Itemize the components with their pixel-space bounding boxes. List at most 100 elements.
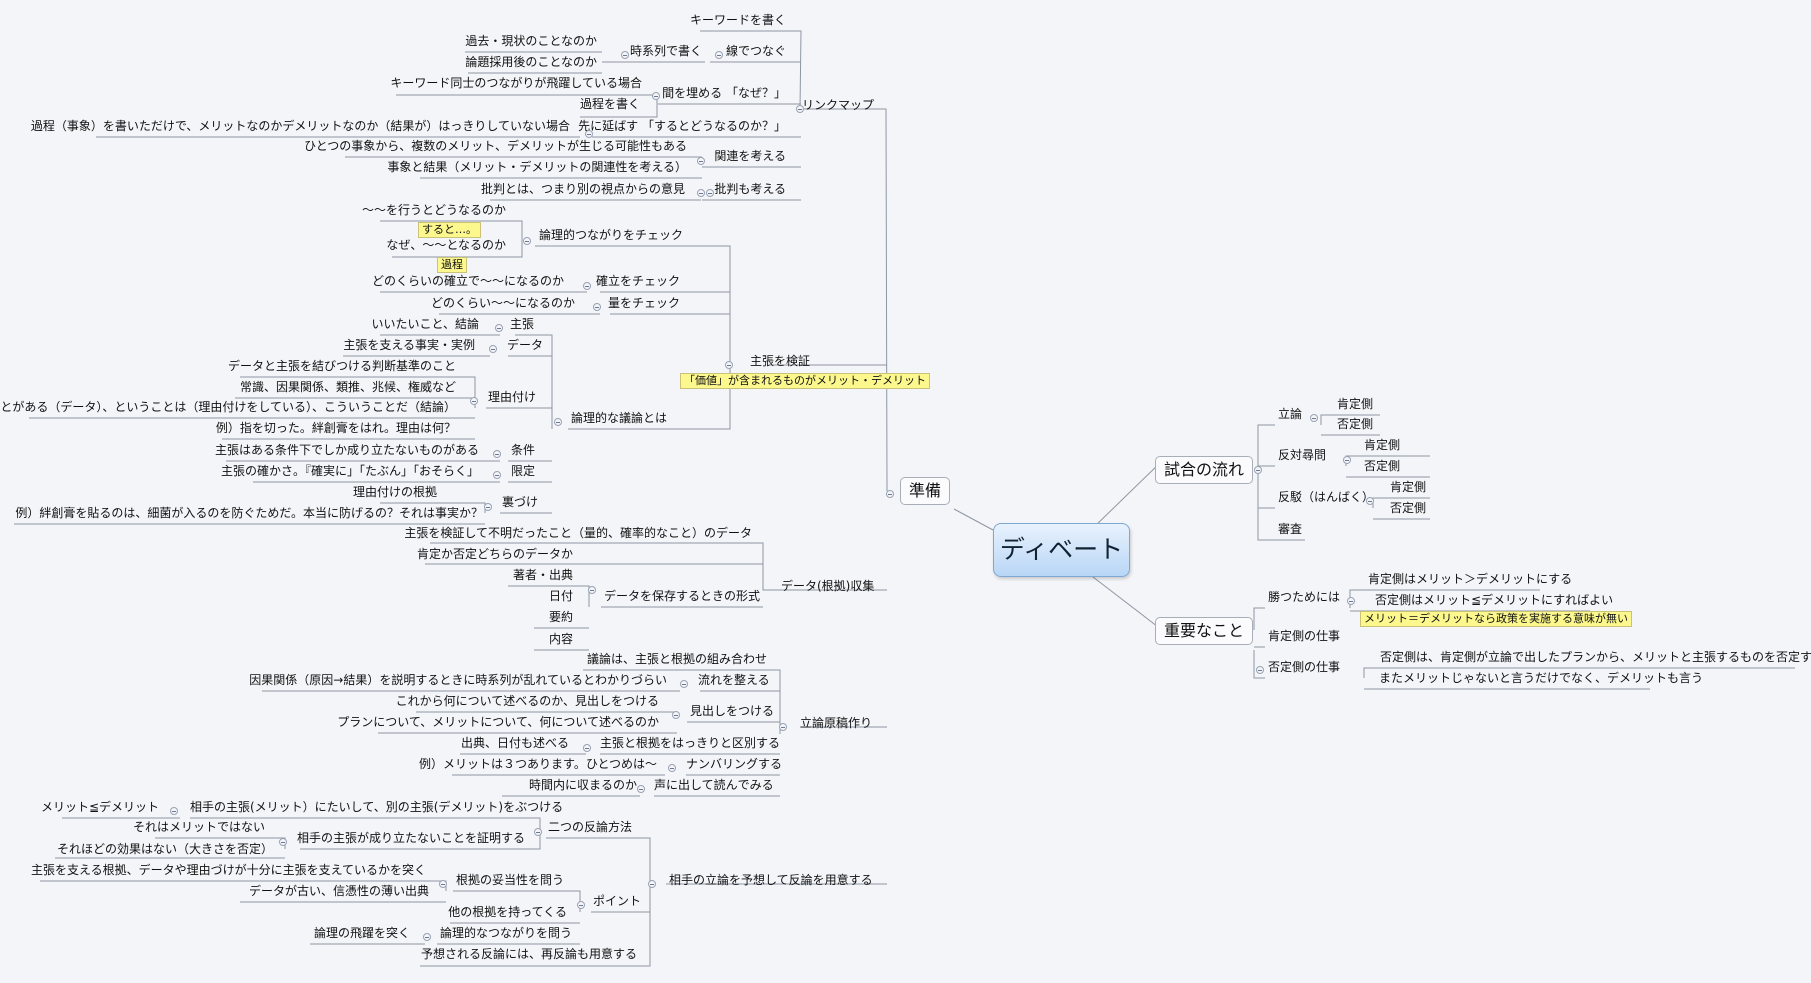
- node-data-def[interactable]: 主張を支える事実・実例: [340, 337, 478, 353]
- node-dc-unclear[interactable]: 主張を検証して不明だったこと（量的、確率的なこと）のデータ: [401, 525, 755, 541]
- node-dr-flow-detail[interactable]: 因果関係（原因→結果）を説明するときに時系列が乱れているとわかりづらい: [246, 672, 670, 688]
- collapse-toggle-icon[interactable]: [886, 490, 894, 498]
- node-rebuttal[interactable]: 相手の立論を予想して反論を用意する: [666, 872, 876, 888]
- node-extend[interactable]: 先に延ばす 「するとどうなるのか？」: [575, 118, 789, 134]
- collapse-toggle-icon[interactable]: [484, 503, 492, 511]
- node-after[interactable]: 論題採用後のことなのか: [462, 54, 600, 70]
- collapse-toggle-icon[interactable]: [170, 807, 178, 815]
- node-rb-valid-2[interactable]: データが古い、信憑性の薄い出典: [246, 883, 432, 899]
- node-qualifier[interactable]: 限定: [508, 463, 538, 479]
- node-mf-x-neg[interactable]: 否定側: [1361, 458, 1403, 474]
- node-dc-format[interactable]: データを保存するときの形式: [601, 588, 763, 604]
- node-dc-content[interactable]: 内容: [546, 631, 576, 647]
- node-rb-valid-1[interactable]: 主張を支える根拠、データや理由づけが十分に主張を支えているかを突く: [28, 862, 429, 878]
- node-dr-heading[interactable]: 見出しをつける: [687, 703, 777, 719]
- node-dr-num-detail[interactable]: 例）メリットは３つあります。ひとつめは～: [416, 756, 660, 772]
- node-rb-two[interactable]: 二つの反論方法: [545, 819, 635, 835]
- collapse-toggle-icon[interactable]: [577, 901, 585, 909]
- node-link-map[interactable]: リンクマップ: [799, 97, 877, 113]
- node-amount-q[interactable]: どのくらい～～になるのか: [428, 295, 578, 311]
- collapse-toggle-icon[interactable]: [1254, 466, 1262, 474]
- node-rb-points[interactable]: ポイント: [590, 893, 644, 909]
- node-mf-rebut[interactable]: 反駁（はんばく）: [1275, 489, 1377, 505]
- collapse-toggle-icon[interactable]: [1256, 666, 1264, 674]
- collapse-toggle-icon[interactable]: [725, 361, 733, 369]
- node-rb-way1-detail[interactable]: メリット≦デメリット: [38, 799, 162, 815]
- node-claim[interactable]: 主張: [507, 316, 537, 332]
- node-dr-heading-2[interactable]: プランについて、メリットについて、何について述べるのか: [334, 714, 662, 730]
- root-topic[interactable]: ディベート: [993, 523, 1130, 577]
- node-condition[interactable]: 条件: [508, 442, 538, 458]
- node-mf-cross[interactable]: 反対尋問: [1275, 447, 1329, 463]
- node-dr-read[interactable]: 声に出して読んでみる: [651, 777, 777, 793]
- collapse-toggle-icon[interactable]: [779, 723, 787, 731]
- node-rb-way2-b[interactable]: それほどの効果はない（大きさを否定）: [54, 841, 276, 857]
- collapse-toggle-icon[interactable]: [470, 397, 478, 405]
- collapse-toggle-icon[interactable]: [1366, 497, 1374, 505]
- collapse-toggle-icon[interactable]: [585, 130, 593, 138]
- node-warrant-2[interactable]: 常識、因果関係、類推、兆候、権威など: [237, 379, 459, 395]
- collapse-toggle-icon[interactable]: [495, 324, 503, 332]
- node-warrant-3[interactable]: こういうことがある（データ）、ということは（理由付けをしている）、こういうことだ…: [0, 399, 459, 415]
- node-mf-r-aff[interactable]: 肯定側: [1387, 479, 1429, 495]
- node-warrant-1[interactable]: データと主張を結びつける判断基準のこと: [225, 358, 459, 374]
- node-past[interactable]: 過去・現状のことなのか: [462, 33, 600, 49]
- collapse-toggle-icon[interactable]: [637, 785, 645, 793]
- node-dr-heading-1[interactable]: これから何について述べるのか、見出しをつける: [393, 693, 662, 709]
- collapse-toggle-icon[interactable]: [668, 764, 676, 772]
- collapse-toggle-icon[interactable]: [423, 933, 431, 941]
- collapse-toggle-icon[interactable]: [583, 282, 591, 290]
- node-certainty-q[interactable]: どのくらいの確立で～～になるのか: [369, 273, 567, 289]
- collapse-toggle-icon[interactable]: [621, 51, 629, 59]
- node-dr-read-detail[interactable]: 時間内に収まるのか: [526, 777, 640, 793]
- node-amount-check[interactable]: 量をチェック: [605, 295, 683, 311]
- node-connect[interactable]: 線でつなぐ: [723, 43, 789, 59]
- node-unclear[interactable]: 過程（事象）を書いただけで、メリットなのかデメリットなのか（結果が）はっきりして…: [28, 118, 573, 134]
- collapse-toggle-icon[interactable]: [588, 586, 596, 594]
- collapse-toggle-icon[interactable]: [697, 157, 705, 165]
- node-dr-dist-detail[interactable]: 出典、日付も述べる: [458, 735, 572, 751]
- node-criticize[interactable]: 批判も考える: [711, 181, 789, 197]
- collapse-toggle-icon[interactable]: [796, 105, 804, 113]
- node-backing[interactable]: 裏づけ: [499, 494, 541, 510]
- collapse-toggle-icon[interactable]: [672, 711, 680, 719]
- collapse-toggle-icon[interactable]: [439, 880, 447, 888]
- node-q1[interactable]: ～～を行うとどうなるのか: [359, 202, 509, 218]
- node-mf-r-neg[interactable]: 否定側: [1387, 500, 1429, 516]
- node-im-win[interactable]: 勝つためには: [1265, 589, 1343, 605]
- node-q2[interactable]: なぜ、～～となるのか: [383, 237, 509, 253]
- collapse-toggle-icon[interactable]: [554, 418, 562, 426]
- collapse-toggle-icon[interactable]: [523, 237, 531, 245]
- node-data[interactable]: データ: [504, 337, 546, 353]
- node-condition-def[interactable]: 主張はある条件下でしか成り立たないものがある: [212, 442, 482, 458]
- node-dr-num[interactable]: ナンバリングする: [683, 756, 785, 772]
- node-mf-c-neg[interactable]: 否定側: [1334, 416, 1376, 432]
- node-rb-logic-detail[interactable]: 論理の飛躍を突く: [311, 925, 413, 941]
- node-backing-2[interactable]: 例）絆創膏を貼るのは、細菌が入るのを防ぐためだ。本当に防げるの？それは事実か？: [12, 505, 486, 521]
- node-dr-combo[interactable]: 議論は、主張と根拠の組み合わせ: [584, 651, 770, 667]
- node-mf-judge[interactable]: 審査: [1275, 521, 1305, 537]
- node-logic-check[interactable]: 論理的つながりをチェック: [536, 227, 686, 243]
- node-jump[interactable]: キーワード同士のつながりが飛躍している場合: [387, 75, 645, 91]
- node-mf-x-aff[interactable]: 肯定側: [1361, 437, 1403, 453]
- collapse-toggle-icon[interactable]: [593, 303, 601, 311]
- node-cause-effect[interactable]: 事象と結果（メリット・デメリットの関連性を考える）: [384, 159, 690, 175]
- node-qualifier-def[interactable]: 主張の確かさ。『確実に」「たぶん」「おそらく」: [218, 463, 482, 479]
- node-critique-def[interactable]: 批判とは、つまり別の視点からの意見: [478, 181, 688, 197]
- node-im-aff-job[interactable]: 肯定側の仕事: [1265, 628, 1343, 644]
- node-im-neg-1[interactable]: 否定側は、肯定側が立論で出したプランから、メリットと主張するものを否定する: [1377, 649, 1811, 665]
- node-logical-arg[interactable]: 論理的な議論とは: [568, 410, 670, 426]
- node-warrant-4[interactable]: 例）指を切った。絆創膏をはれ。理由は何？: [213, 420, 459, 436]
- node-rb-way1[interactable]: 相手の主張(メリット）にたいして、別の主張(デメリット)をぶつける: [187, 799, 566, 815]
- node-multi[interactable]: ひとつの事象から、複数のメリット、デメリットが生じる可能性もある: [301, 138, 690, 154]
- collapse-toggle-icon[interactable]: [706, 189, 714, 197]
- main-topic-flow[interactable]: 試合の流れ: [1155, 456, 1254, 484]
- node-im-win-neg[interactable]: 否定側はメリット≦デメリットにすればよい: [1372, 592, 1616, 608]
- collapse-toggle-icon[interactable]: [493, 450, 501, 458]
- node-draft[interactable]: 立論原稿作り: [797, 715, 875, 731]
- node-rb-other[interactable]: 他の根拠を持ってくる: [445, 904, 570, 920]
- collapse-toggle-icon[interactable]: [1310, 414, 1318, 422]
- collapse-toggle-icon[interactable]: [279, 838, 287, 846]
- collapse-toggle-icon[interactable]: [489, 345, 497, 353]
- node-certainty-check[interactable]: 確立をチェック: [593, 273, 683, 289]
